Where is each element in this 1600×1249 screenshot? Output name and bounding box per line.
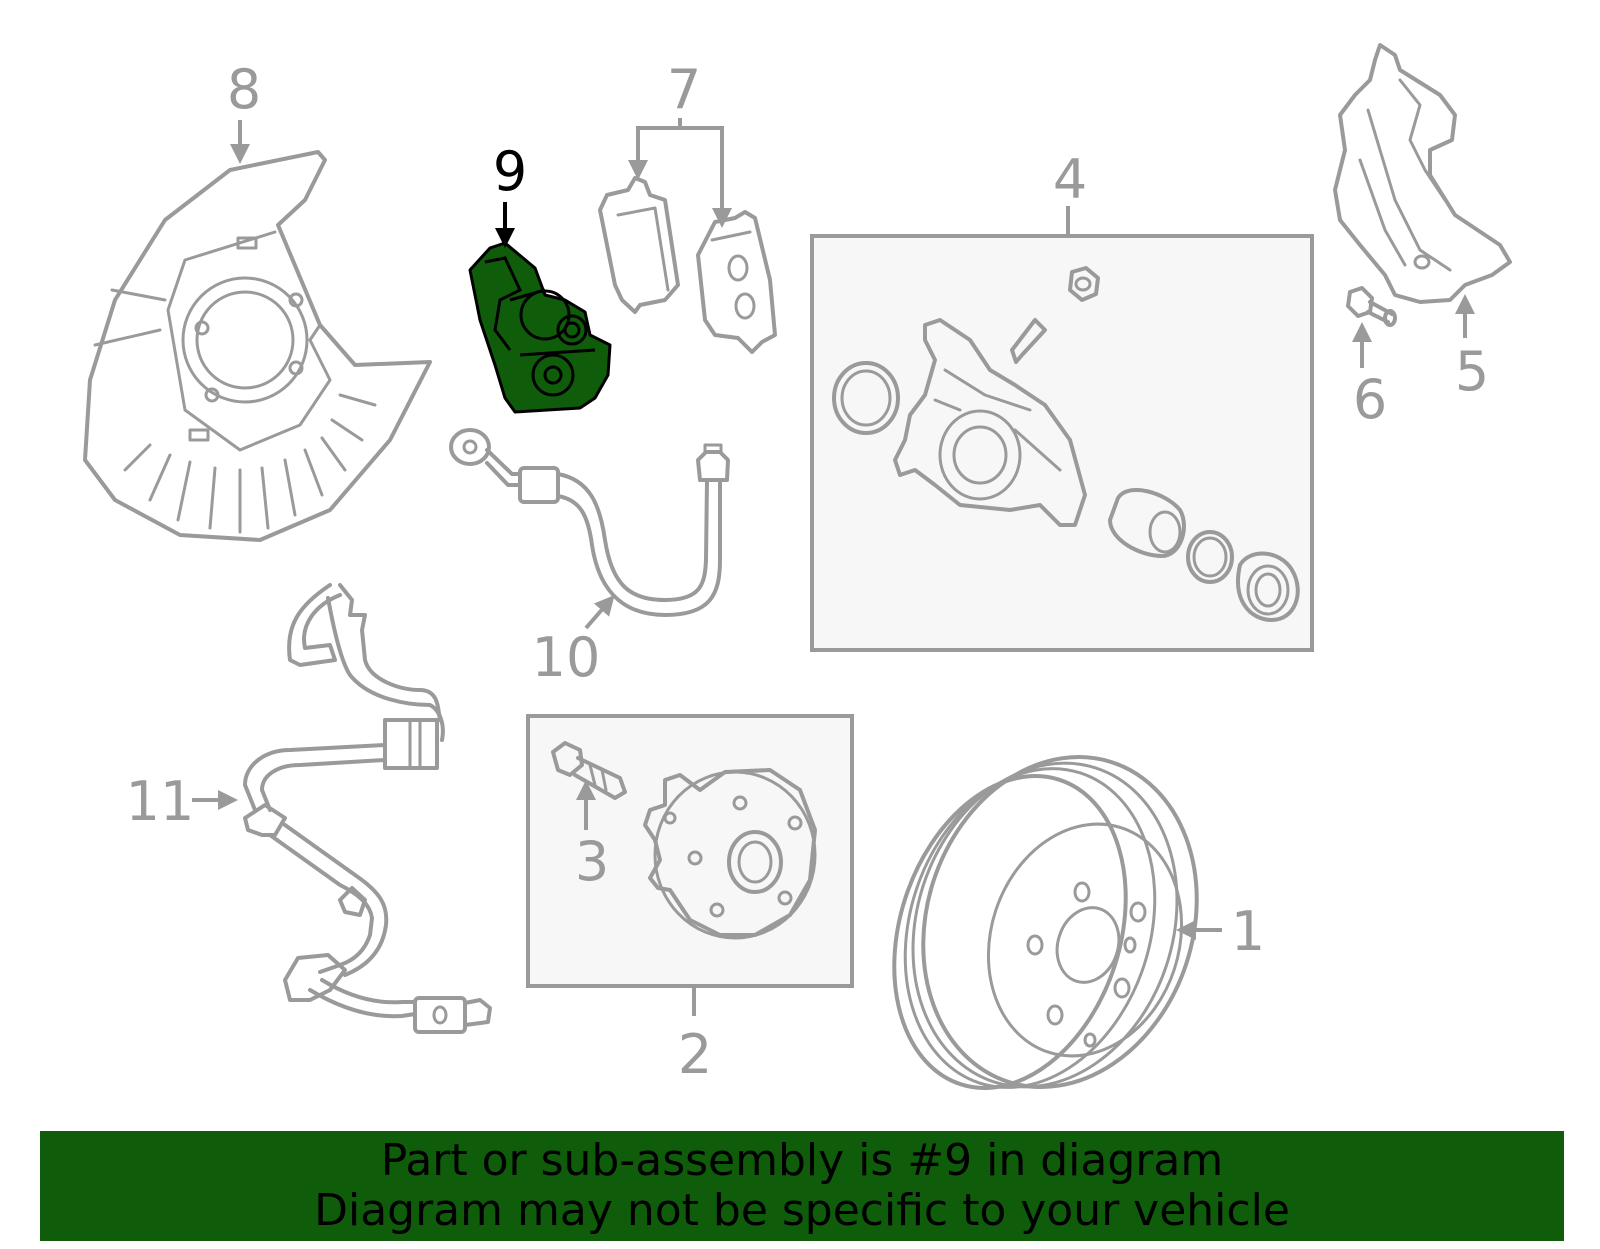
callout-2: 2 (678, 1023, 712, 1086)
callout-6: 6 (1353, 368, 1387, 431)
part-6-bolt[interactable] (1346, 286, 1397, 327)
leader-10 (584, 594, 615, 630)
part-11-abs-sensor-wire[interactable] (243, 583, 492, 1034)
banner-line-1: Part or sub-assembly is #9 in diagram (380, 1135, 1224, 1186)
callout-5: 5 (1455, 340, 1489, 403)
part-10-brake-hose[interactable] (449, 428, 730, 617)
info-banner: Part or sub-assembly is #9 in diagram Di… (40, 1131, 1564, 1241)
hub-bearing[interactable] (643, 768, 817, 940)
leader-7a (628, 118, 682, 180)
callout-4: 4 (1053, 148, 1087, 211)
callout-11: 11 (126, 770, 195, 833)
part-1-brake-rotor[interactable] (856, 721, 1238, 1123)
banner-line-2: Diagram may not be specific to your vehi… (314, 1185, 1290, 1236)
callout-1: 1 (1231, 900, 1265, 963)
part-9-caliper-support[interactable] (468, 241, 612, 414)
caliper-assembly[interactable] (832, 266, 1300, 622)
part-5-bracket[interactable] (1333, 43, 1512, 304)
callout-7: 7 (667, 58, 701, 121)
parts-diagram: 8 9 7 10 4 (83, 43, 1512, 1123)
leader-7b (680, 126, 732, 228)
callout-10: 10 (532, 626, 601, 689)
callout-3: 3 (575, 830, 609, 893)
callout-8: 8 (227, 58, 261, 121)
part-7-brake-pads[interactable] (598, 176, 777, 354)
callout-9: 9 (493, 140, 527, 203)
part-4-caliper-box[interactable] (810, 234, 1314, 652)
part-8-dust-shield[interactable] (83, 150, 432, 542)
